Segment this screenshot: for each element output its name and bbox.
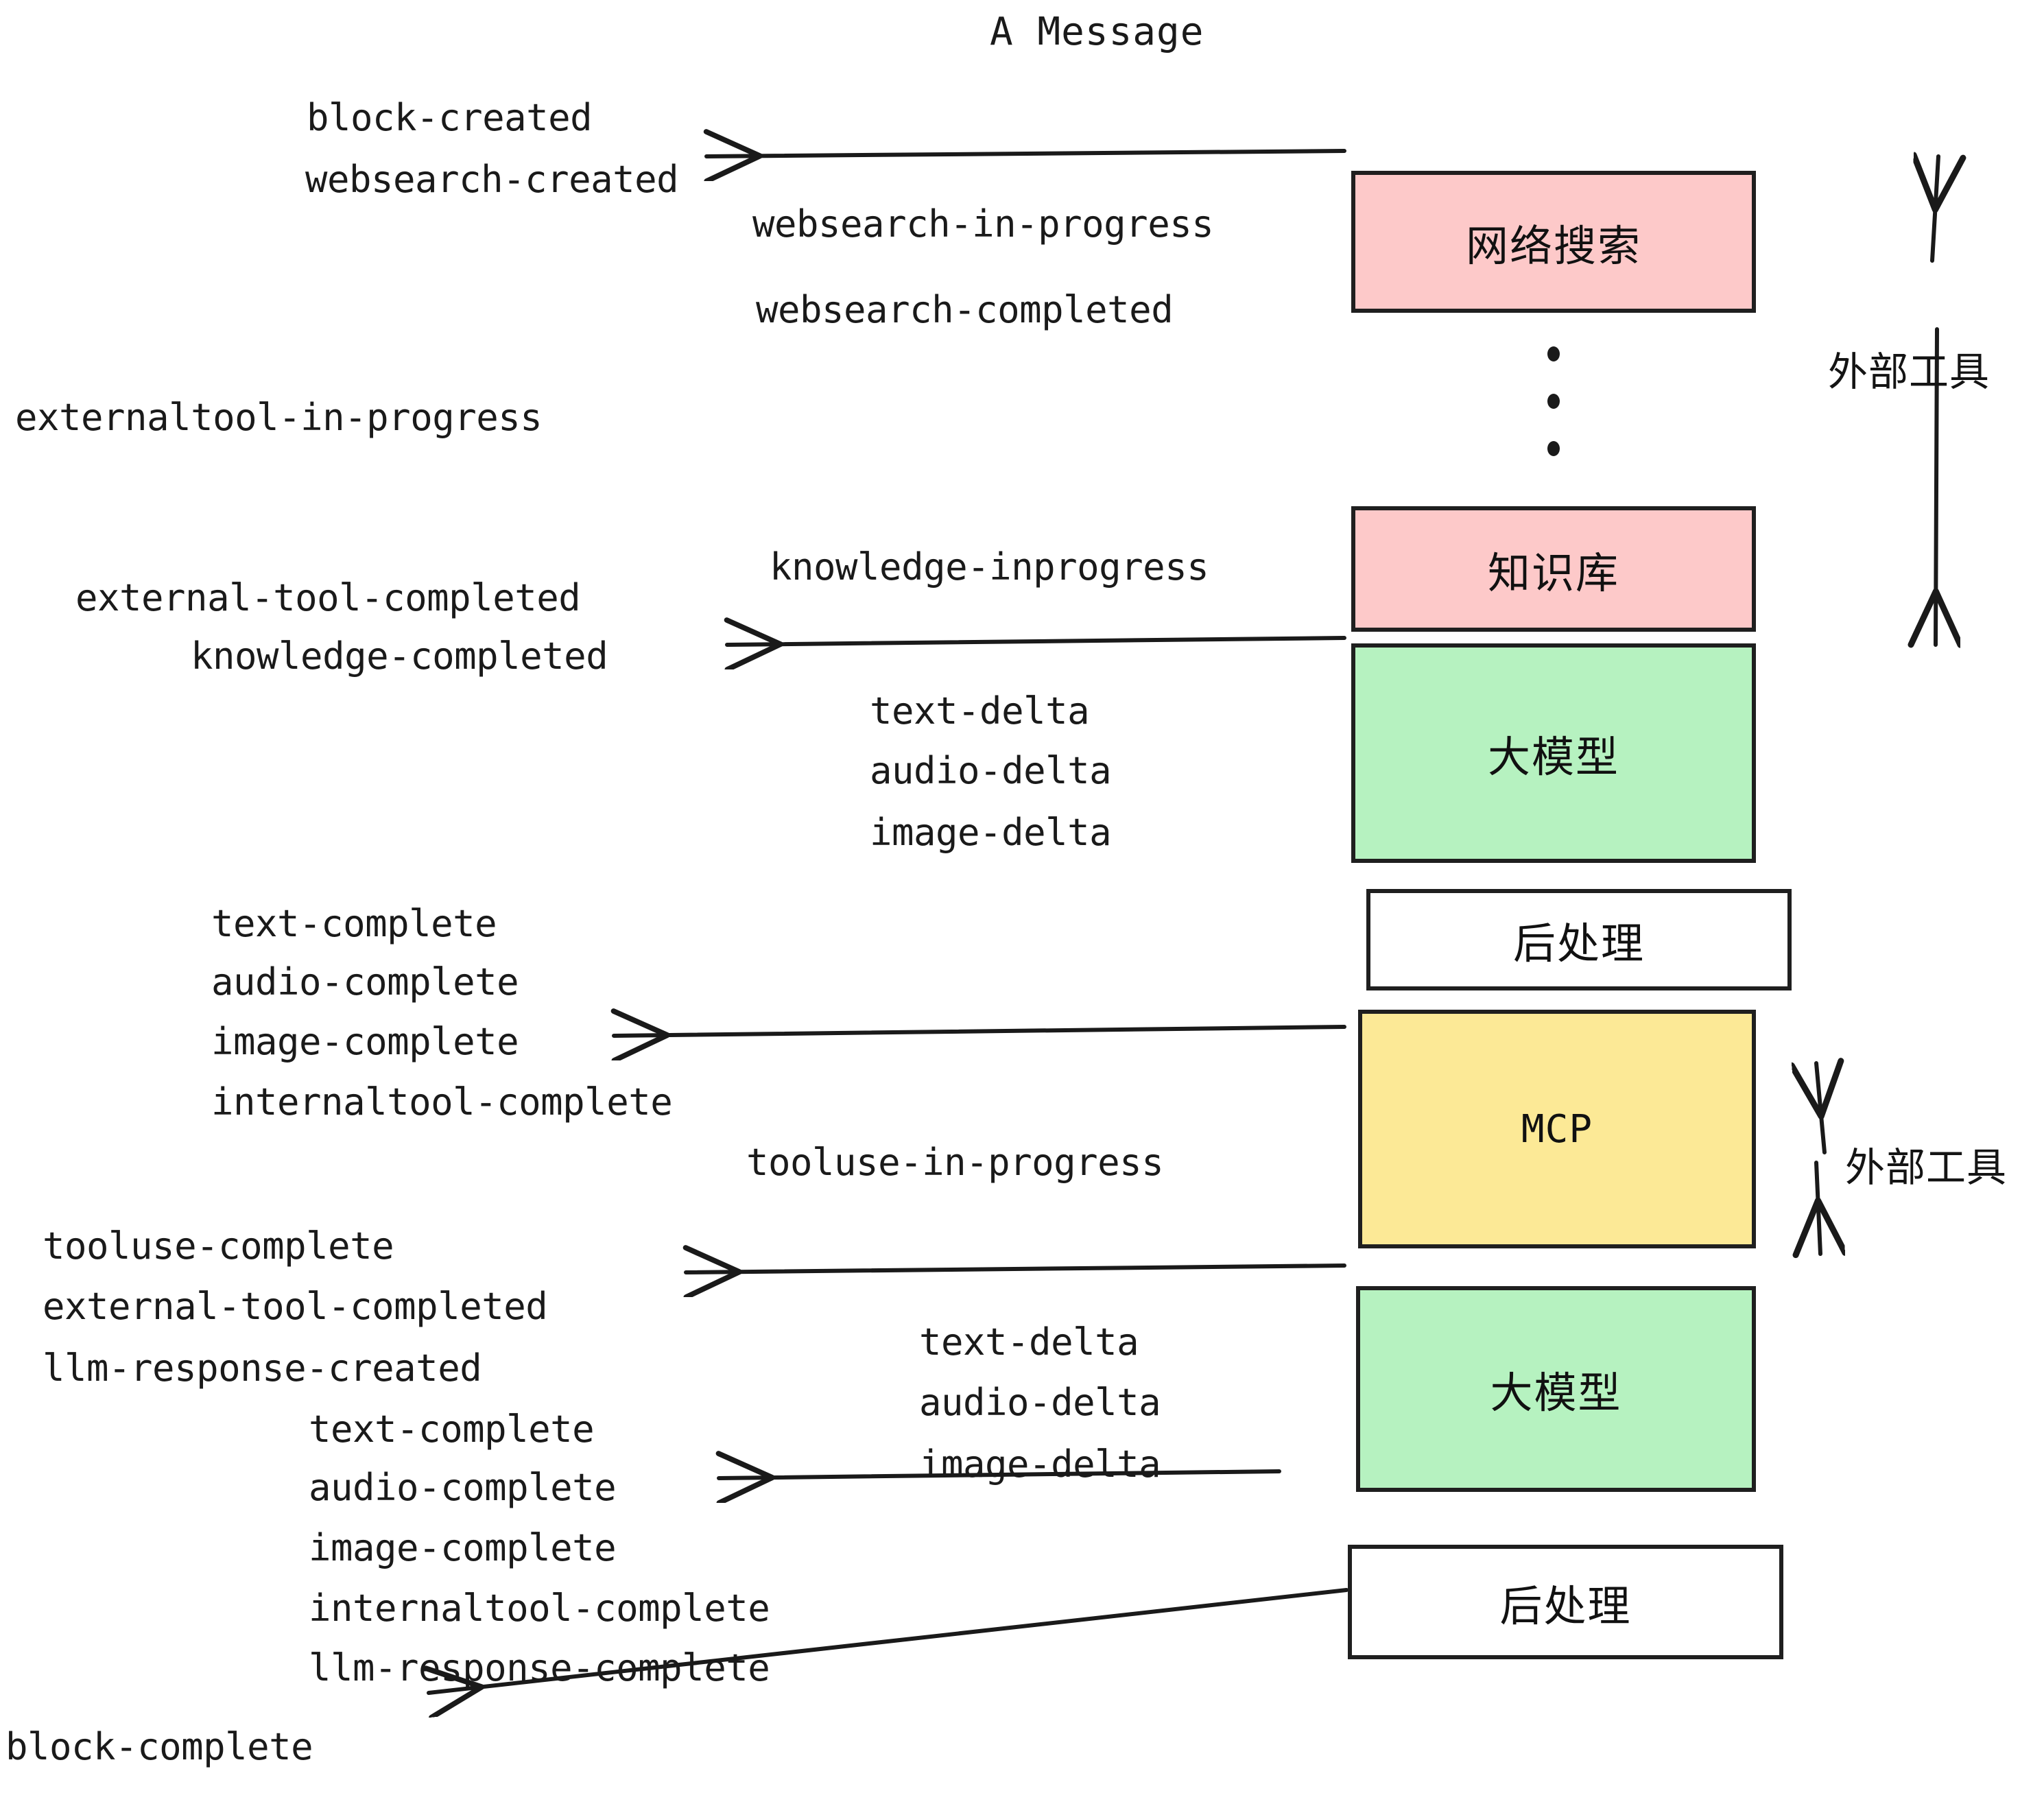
event-audio-complete-1: audio-complete <box>211 960 519 1004</box>
arrow-knowledge-to-completed <box>727 638 1346 645</box>
ellipsis-dot <box>1547 394 1560 409</box>
event-text-delta-2: text-delta <box>919 1320 1139 1364</box>
event-tooluse-complete: tooluse-complete <box>43 1224 394 1268</box>
event-tooluse-in-progress: tooluse-in-progress <box>746 1141 1164 1184</box>
event-image-complete-2: image-complete <box>309 1526 617 1569</box>
node-mcp[interactable]: MCP <box>1358 1010 1756 1248</box>
event-image-delta-1: image-delta <box>870 811 1112 854</box>
event-knowledge-completed: knowledge-completed <box>191 634 608 678</box>
event-text-delta-1: text-delta <box>870 689 1090 733</box>
event-audio-delta-1: audio-delta <box>870 749 1112 792</box>
event-audio-delta-2: audio-delta <box>919 1381 1161 1424</box>
node-postprocess-1[interactable]: 后处理 <box>1366 889 1792 990</box>
event-image-delta-2: image-delta <box>919 1443 1161 1486</box>
node-websearch[interactable]: 网络搜索 <box>1351 171 1756 313</box>
node-mcp-label: MCP <box>1521 1106 1593 1152</box>
arrow-websearch-to-block <box>706 151 1346 156</box>
side-label-external-tools-top: 外部工具 <box>1828 348 1990 395</box>
event-external-tool-completed-1: external-tool-completed <box>75 576 581 619</box>
event-websearch-completed: websearch-completed <box>756 288 1174 331</box>
node-llm-2-label: 大模型 <box>1490 1368 1622 1418</box>
event-externaltool-in-progress: externaltool-in-progress <box>15 396 543 439</box>
ellipsis-dot <box>1547 346 1560 361</box>
ellipsis-dot <box>1547 441 1560 456</box>
side-label-external-tools-bottom: 外部工具 <box>1845 1144 2008 1191</box>
event-audio-complete-2: audio-complete <box>309 1466 617 1509</box>
event-block-created: block-created <box>307 96 593 139</box>
event-knowledge-inprogress: knowledge-inprogress <box>770 545 1209 589</box>
node-llm-2[interactable]: 大模型 <box>1356 1286 1756 1492</box>
diagram-title: A Message <box>990 10 1204 54</box>
event-external-tool-completed-2: external-tool-completed <box>43 1285 548 1328</box>
event-text-complete-2: text-complete <box>309 1408 595 1451</box>
external-tools-range-bottom <box>1816 1063 1825 1254</box>
event-llm-response-created: llm-response-created <box>43 1346 482 1390</box>
event-internaltool-complete-1: internaltool-complete <box>211 1080 673 1124</box>
event-text-complete-1: text-complete <box>211 902 497 945</box>
arrow-mcp-to-tooluse-complete <box>686 1266 1346 1272</box>
node-postprocess-2[interactable]: 后处理 <box>1348 1545 1783 1659</box>
node-postprocess-2-label: 后处理 <box>1499 1580 1632 1631</box>
event-websearch-created: websearch-created <box>305 158 679 201</box>
node-postprocess-1-label: 后处理 <box>1512 918 1645 969</box>
event-llm-response-complete: llm-response-complete <box>309 1646 770 1689</box>
event-internaltool-complete-2: internaltool-complete <box>309 1587 770 1630</box>
node-knowledge-label: 知识库 <box>1487 547 1619 598</box>
event-image-complete-1: image-complete <box>211 1020 519 1063</box>
node-websearch-label: 网络搜索 <box>1465 220 1641 271</box>
event-websearch-in-progress: websearch-in-progress <box>752 202 1214 246</box>
event-block-complete: block-complete <box>5 1725 313 1768</box>
node-llm-1[interactable]: 大模型 <box>1351 643 1756 863</box>
vertical-ellipsis-icon <box>1547 346 1560 456</box>
node-knowledge[interactable]: 知识库 <box>1351 506 1756 632</box>
arrow-postprocess1-to-image-complete <box>614 1027 1346 1036</box>
external-tools-range-top <box>1932 156 1938 645</box>
node-llm-1-label: 大模型 <box>1487 732 1619 782</box>
